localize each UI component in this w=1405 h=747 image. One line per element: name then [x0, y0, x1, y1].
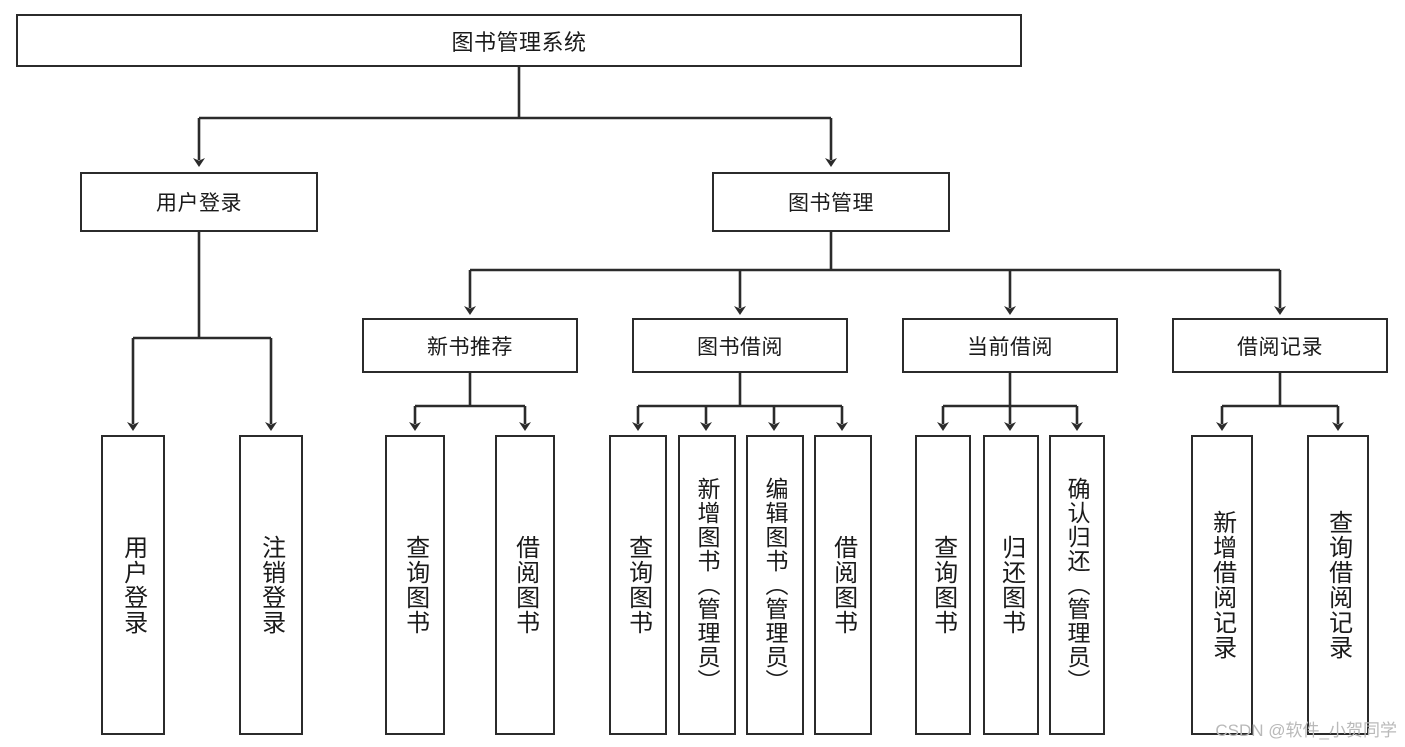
leaf-confirm-return-admin-label: 确认归还（管理员）: [1064, 477, 1091, 693]
leaf-user-login-label: 用户登录: [119, 535, 147, 635]
node-user-login-label: 用户登录: [156, 192, 242, 215]
node-book-management[interactable]: 图书管理: [712, 172, 950, 232]
leaf-borrow-book-borrow[interactable]: 借阅图书: [814, 435, 872, 735]
leaf-edit-book-admin[interactable]: 编辑图书（管理员）: [746, 435, 804, 735]
leaf-borrow-book-borrow-label: 借阅图书: [829, 535, 857, 635]
leaf-query-book-recommend[interactable]: 查询图书: [385, 435, 445, 735]
node-borrow-record[interactable]: 借阅记录: [1172, 318, 1388, 373]
leaf-query-book-recommend-label: 查询图书: [401, 535, 429, 635]
leaf-edit-book-admin-label: 编辑图书（管理员）: [762, 477, 789, 693]
node-new-book-recommend-label: 新书推荐: [427, 335, 513, 359]
node-book-borrow-label: 图书借阅: [697, 335, 783, 359]
leaf-user-login[interactable]: 用户登录: [101, 435, 165, 735]
leaf-confirm-return-admin[interactable]: 确认归还（管理员）: [1049, 435, 1105, 735]
leaf-add-book-admin[interactable]: 新增图书（管理员）: [678, 435, 736, 735]
node-root-label: 图书管理系统: [451, 29, 587, 55]
leaf-query-book-borrow[interactable]: 查询图书: [609, 435, 667, 735]
leaf-query-borrow-record-label: 查询借阅记录: [1324, 510, 1352, 660]
node-book-borrow[interactable]: 图书借阅: [632, 318, 848, 373]
leaf-query-book-borrow-label: 查询图书: [624, 535, 652, 635]
node-new-book-recommend[interactable]: 新书推荐: [362, 318, 578, 373]
leaf-logout[interactable]: 注销登录: [239, 435, 303, 735]
leaf-add-borrow-record[interactable]: 新增借阅记录: [1191, 435, 1253, 735]
leaf-borrow-book-recommend-label: 借阅图书: [511, 535, 539, 635]
node-current-borrow-label: 当前借阅: [967, 335, 1053, 359]
leaf-add-book-admin-label: 新增图书（管理员）: [694, 477, 721, 693]
leaf-add-borrow-record-label: 新增借阅记录: [1208, 510, 1236, 660]
leaf-query-book-current-label: 查询图书: [929, 535, 957, 635]
leaf-logout-label: 注销登录: [257, 535, 285, 635]
leaf-query-book-current[interactable]: 查询图书: [915, 435, 971, 735]
node-book-management-label: 图书管理: [788, 192, 874, 215]
node-current-borrow[interactable]: 当前借阅: [902, 318, 1118, 373]
node-borrow-record-label: 借阅记录: [1237, 335, 1323, 359]
leaf-return-book[interactable]: 归还图书: [983, 435, 1039, 735]
watermark-text: CSDN @软件_小贺同学: [1215, 721, 1397, 740]
leaf-query-borrow-record[interactable]: 查询借阅记录: [1307, 435, 1369, 735]
leaf-borrow-book-recommend[interactable]: 借阅图书: [495, 435, 555, 735]
leaf-return-book-label: 归还图书: [997, 535, 1025, 635]
node-root[interactable]: 图书管理系统: [16, 14, 1022, 67]
node-user-login[interactable]: 用户登录: [80, 172, 318, 232]
